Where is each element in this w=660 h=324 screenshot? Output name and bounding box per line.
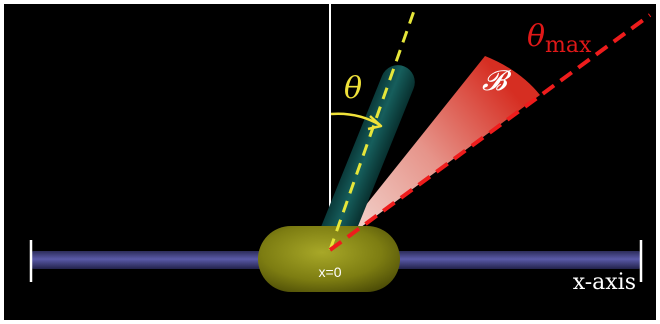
theta-arc-arrowhead	[367, 115, 383, 131]
cart-body	[258, 226, 400, 292]
theta-max-line	[328, 13, 652, 252]
x-axis-label: x-axis	[573, 270, 636, 295]
origin-label: x=0	[319, 264, 342, 280]
cone-region	[330, 56, 540, 250]
theta-max-subscript: max	[545, 33, 592, 58]
theta-max-symbol: θ	[527, 19, 545, 54]
pendulum-rod	[318, 65, 415, 254]
theta-label: θ	[344, 71, 362, 106]
theta-max-label: θ max	[527, 19, 592, 58]
